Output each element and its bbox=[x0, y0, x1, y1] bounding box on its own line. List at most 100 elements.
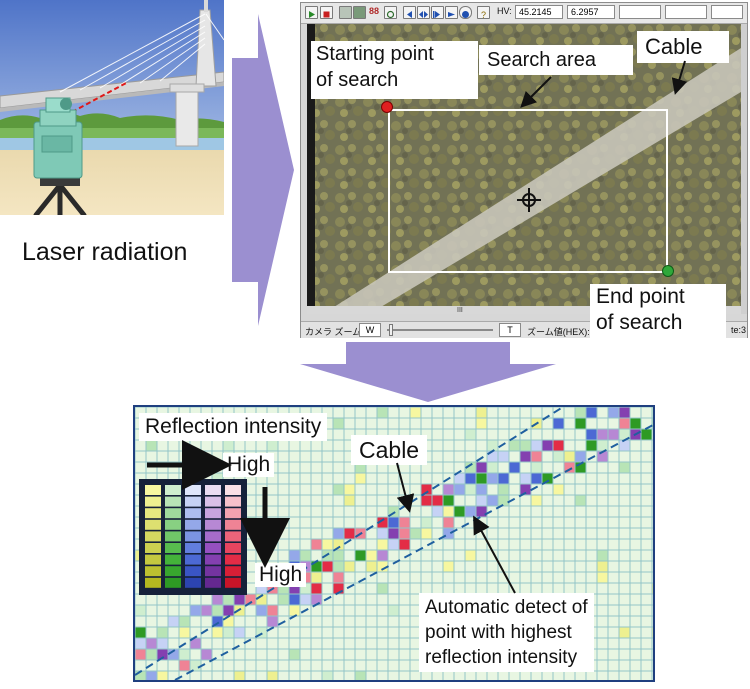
grid-cell bbox=[333, 528, 344, 539]
legend-swatch-purple bbox=[205, 554, 221, 565]
grid-cell bbox=[333, 418, 344, 429]
grid-cell bbox=[289, 594, 300, 605]
legend-swatch-blue bbox=[185, 485, 201, 495]
grid-cell bbox=[465, 506, 476, 517]
horizontal-scrollbar[interactable] bbox=[307, 306, 741, 314]
grid-cell bbox=[256, 605, 267, 616]
zoom-slider-thumb[interactable] bbox=[389, 324, 393, 336]
vertical-scrollbar[interactable] bbox=[741, 24, 747, 314]
grid-cell bbox=[157, 671, 168, 680]
grid-cell bbox=[344, 528, 355, 539]
flow-arrow-right bbox=[232, 14, 294, 331]
legend-swatch-green bbox=[165, 531, 181, 542]
grid-cell bbox=[333, 550, 344, 561]
grid-cell bbox=[498, 495, 509, 506]
grid-cell bbox=[421, 517, 432, 528]
grid-cell bbox=[245, 594, 256, 605]
legend-swatch-yellow bbox=[145, 531, 161, 542]
grid-view-icon[interactable] bbox=[339, 6, 352, 19]
move-right-icon[interactable] bbox=[445, 6, 458, 19]
grid-cell bbox=[597, 429, 608, 440]
grid-cell bbox=[344, 561, 355, 572]
grid-cell bbox=[619, 440, 630, 451]
grid-cell bbox=[311, 561, 322, 572]
legend-swatch-blue bbox=[185, 508, 201, 519]
grid-cell bbox=[267, 440, 278, 451]
grid-cell bbox=[399, 517, 410, 528]
hv-label: HV: bbox=[497, 6, 512, 16]
grid-cell bbox=[586, 440, 597, 451]
grid-callout-arrows bbox=[147, 440, 516, 594]
grid-cell bbox=[443, 506, 454, 517]
grid-cell bbox=[575, 418, 586, 429]
extra-field-3[interactable] bbox=[711, 5, 743, 19]
zoom-t-button[interactable]: T bbox=[499, 323, 521, 337]
high-vertical-label: High bbox=[255, 563, 307, 587]
grid-cell bbox=[377, 528, 388, 539]
grid-cell bbox=[597, 451, 608, 462]
extra-field-1[interactable] bbox=[619, 5, 661, 19]
grid-cell bbox=[157, 649, 168, 660]
grid-cell bbox=[388, 605, 399, 616]
grid-cell bbox=[344, 484, 355, 495]
grid-cell bbox=[135, 627, 146, 638]
grid-cell bbox=[531, 440, 542, 451]
grid-cell bbox=[564, 462, 575, 473]
hv-value-2-field[interactable]: 6.2957 bbox=[567, 5, 615, 19]
toolbar-glyph[interactable]: 88 bbox=[369, 6, 380, 16]
play-icon[interactable] bbox=[305, 6, 318, 19]
end-point-line-1: End point bbox=[596, 285, 685, 308]
grid-cell bbox=[553, 451, 564, 462]
grid-cell bbox=[575, 462, 586, 473]
grid-cell bbox=[377, 517, 388, 528]
starting-point-callout: Starting point of search bbox=[311, 41, 478, 99]
grid-cell bbox=[377, 583, 388, 594]
zoom-slider-track[interactable] bbox=[387, 329, 493, 331]
zoom-w-button[interactable]: W bbox=[359, 323, 381, 337]
grid-cell bbox=[531, 473, 542, 484]
legend-swatch-blue bbox=[185, 496, 201, 507]
grid-cell bbox=[146, 440, 157, 451]
legend-swatch-red bbox=[225, 566, 241, 577]
grid-cell bbox=[355, 473, 366, 484]
grid-cell bbox=[443, 517, 454, 528]
move-center-icon[interactable] bbox=[431, 6, 444, 19]
grid-cell bbox=[201, 649, 212, 660]
grid-cell bbox=[135, 605, 146, 616]
record-icon[interactable] bbox=[459, 6, 472, 19]
stop-icon[interactable] bbox=[320, 6, 333, 19]
grid-cell bbox=[575, 495, 586, 506]
grid-cell bbox=[498, 484, 509, 495]
legend-swatch-yellow bbox=[145, 508, 161, 519]
grid-cell bbox=[509, 462, 520, 473]
grid-cell bbox=[443, 484, 454, 495]
grid-cell bbox=[333, 484, 344, 495]
color-mode-icon[interactable] bbox=[353, 6, 366, 19]
cable-boundary-line bbox=[135, 407, 564, 676]
help-icon[interactable]: ? bbox=[477, 6, 490, 20]
legend-swatch-red bbox=[225, 554, 241, 565]
legend-swatch-purple bbox=[205, 543, 221, 553]
move-both-icon[interactable] bbox=[417, 6, 430, 19]
grid-cell bbox=[619, 407, 630, 418]
grid-cell bbox=[487, 495, 498, 506]
grid-cell bbox=[311, 583, 322, 594]
grid-cell bbox=[256, 594, 267, 605]
move-left-icon[interactable] bbox=[403, 6, 416, 19]
grid-cell bbox=[388, 539, 399, 550]
grid-cell bbox=[410, 407, 421, 418]
grid-cell bbox=[465, 484, 476, 495]
legend-swatch-purple bbox=[205, 519, 221, 530]
grid-cell bbox=[476, 407, 487, 418]
capture-icon[interactable] bbox=[384, 6, 397, 19]
grid-cell bbox=[520, 484, 531, 495]
extra-field-2[interactable] bbox=[665, 5, 707, 19]
grid-cell bbox=[465, 550, 476, 561]
legend-swatch-yellow bbox=[145, 554, 161, 565]
reflection-intensity-label: Reflection intensity bbox=[139, 413, 328, 441]
grid-cell bbox=[146, 649, 157, 660]
legend-swatch-red bbox=[225, 485, 241, 495]
hv-value-1-field[interactable]: 45.2145 bbox=[515, 5, 563, 19]
grid-cell bbox=[311, 572, 322, 583]
legend-swatch-green bbox=[165, 496, 181, 507]
